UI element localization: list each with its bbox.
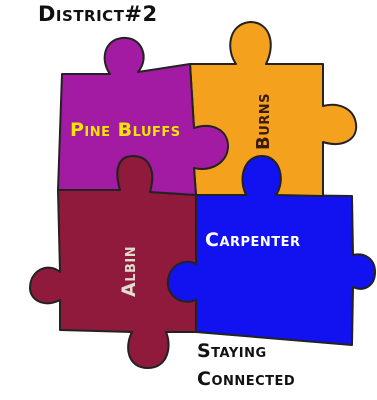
label-albin: Albin [118, 245, 140, 297]
piece-pine-bluffs [57, 36, 229, 196]
tagline-line-2: Connected [197, 368, 296, 390]
label-carpenter: Carpenter [205, 229, 301, 251]
page-title: District#2 [38, 2, 158, 26]
label-pine-bluffs: Pine Bluffs [70, 119, 181, 141]
tagline-line-1: Staying [197, 340, 267, 362]
label-burns: Burns [253, 92, 274, 150]
